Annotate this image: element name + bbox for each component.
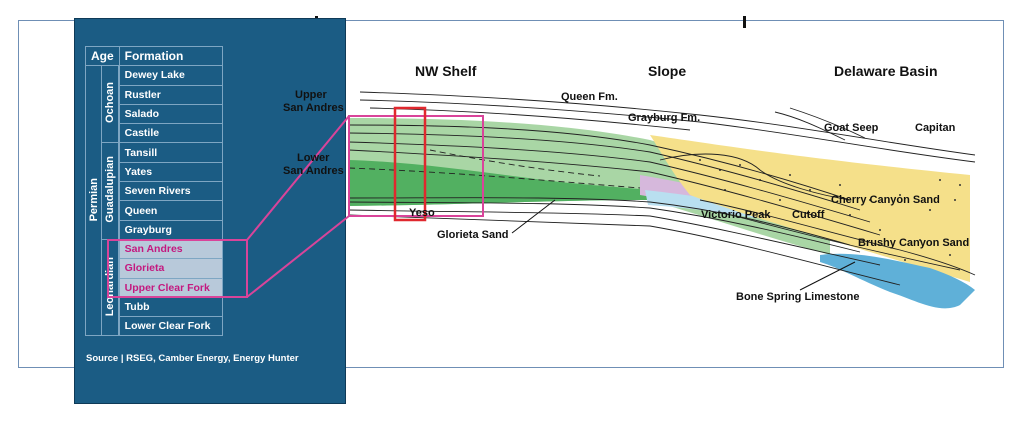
bedding-line [359,91,976,156]
bedding-line [348,201,861,253]
bone-spring-leader-line [799,261,856,291]
age-spacer-cell [118,65,120,337]
zoom-connector-line [246,115,350,241]
bedding-line [789,107,866,139]
region-label-delaware-basin: Delaware Basin [834,63,938,79]
formation-cell: Seven Rivers [118,181,223,202]
formation-cell: Yates [118,161,223,183]
bedding-line [348,209,881,266]
diagram-frame [18,20,1004,368]
zoom-box [348,115,484,217]
region-label-slope: Slope [648,63,686,79]
upper-san-andres-label-line2: San Andres [283,102,344,114]
formation-cell-highlighted: Upper Clear Fork [118,277,223,298]
bedding-line [348,132,861,211]
upper-san-andres-label-line1: Upper [295,89,328,101]
bedding-line [348,124,851,201]
victorio-peak-body [645,190,755,218]
glorieta-leader-line [511,199,556,234]
well-interval-box [393,106,427,222]
formation-cell: Dewey Lake [118,65,223,86]
stratigraphic-column-table: Age Formation Permian Ochoan Dewey Lake … [84,45,223,337]
table-row: Guadalupian Tansill [86,142,223,240]
bedding-line [719,211,961,271]
bone-spring-limestone-label: Bone Spring Limestone [736,291,859,303]
table-row: Upper Clear Fork [86,277,223,298]
bedding-lines [348,91,976,286]
bedding-line [774,111,846,141]
bedding-line [429,149,601,177]
bedding-line [348,149,881,236]
bedding-line [659,153,851,201]
bedding-line [348,141,871,223]
table-row: Yates [86,161,223,183]
table-row: Seven Rivers [86,181,223,202]
bedding-line [699,199,976,276]
age-header: Age [85,45,120,67]
zoom-connector-line [246,215,350,298]
bedding-line [348,167,641,189]
formation-cell: Lower Clear Fork [118,316,223,337]
victorio-peak-label: Victorio Peak [701,209,771,221]
table-row: Permian Ochoan Dewey Lake [84,65,223,337]
grayburg-fm-label: Grayburg Fm. [628,112,700,124]
capitan-label: Capitan [915,122,956,134]
lower-san-andres-label-line2: San Andres [283,165,344,177]
table-header-row: Age Formation [85,45,223,67]
table-row: Glorieta [86,258,223,279]
table-row: Lower Clear Fork [86,316,223,337]
region-label-nw-shelf: NW Shelf [415,63,477,79]
frame-tick-mark [743,16,746,28]
bedding-line [359,99,976,163]
queen-fm-label: Queen Fm. [561,91,618,103]
cherry-canyon-sand-label: Cherry Canyon Sand [831,194,940,206]
lower-san-andres-label-line1: Lower [297,152,330,164]
bone-spring-limestone-body [820,253,975,309]
bedding-line [348,197,851,246]
formation-cell-highlighted: Glorieta [118,258,223,279]
goat-seep-label: Goat Seep [824,122,879,134]
source-caption: Source | RSEG, Camber Energy, Energy Hun… [86,353,299,364]
table-highlight-frame [107,239,248,298]
yeso-label: Yeso [409,207,435,219]
glorieta-sand-label: Glorieta Sand [437,229,509,241]
brushy-canyon-sand-label: Brushy Canyon Sand [858,237,969,249]
cutoff-label: Cutoff [792,209,825,221]
bedding-line [348,214,901,286]
